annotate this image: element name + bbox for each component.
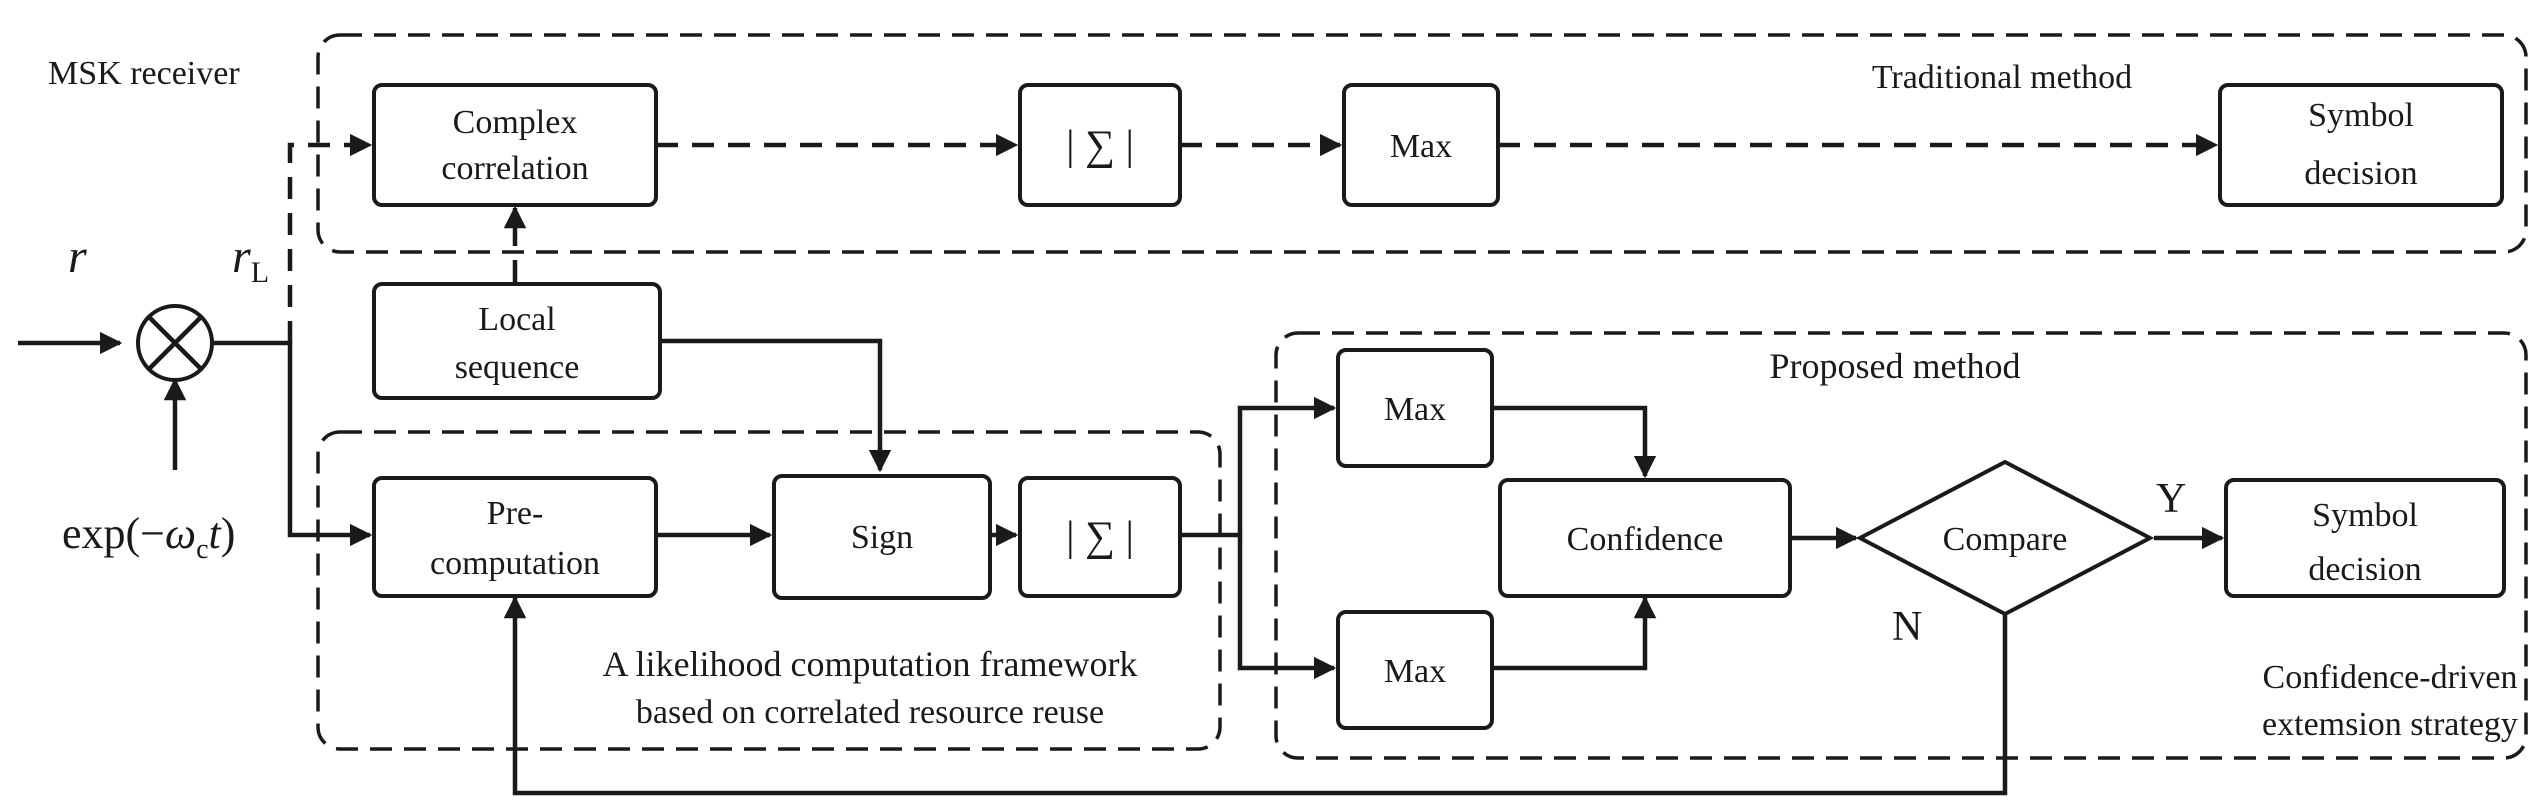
compare-decision: Compare [1855, 459, 2155, 617]
msk-receiver-label: MSK receiver [48, 55, 240, 92]
traditional-method-frame [316, 33, 2528, 254]
svg-text:Compare: Compare [1943, 521, 2068, 558]
svg-text:Max: Max [1390, 128, 1452, 165]
sign-block: Sign [772, 474, 992, 600]
svg-text:correlation: correlation [441, 150, 588, 187]
sum-block-bottom: | ∑ | [1018, 476, 1182, 598]
sum-to-max-upper-line [1180, 396, 1337, 538]
svg-text:Max: Max [1384, 653, 1446, 690]
mixed-signal-label: rL [232, 230, 269, 289]
mixer-output-line [212, 340, 293, 533]
precomputation-block: Pre- computation [372, 476, 658, 598]
max-upper-to-confidence-line [1492, 405, 1657, 479]
strategy-label-line1: Confidence-driven [2263, 659, 2518, 696]
svg-text:Complex: Complex [453, 104, 578, 141]
max-block-lower: Max [1336, 610, 1494, 730]
yes-label: Y [2156, 476, 2186, 522]
svg-text:Pre-: Pre- [487, 495, 544, 532]
svg-text:| ∑ |: | ∑ | [1066, 123, 1134, 169]
local-to-sign-line [660, 338, 892, 473]
svg-text:Max: Max [1384, 391, 1446, 428]
svg-text:Confidence: Confidence [1567, 521, 1724, 558]
framework-label-line1: A likelihood computation framework [603, 644, 1138, 684]
input-signal-label: r [68, 230, 87, 283]
svg-text:computation: computation [430, 545, 600, 582]
symbol-decision-block-top: Symbol decision [2218, 83, 2504, 207]
local-sequence-block: Local sequence [372, 282, 662, 400]
to-precomputation-line [287, 523, 373, 547]
no-label: N [1892, 604, 1922, 650]
svg-text:Symbol: Symbol [2312, 497, 2418, 534]
svg-text:decision: decision [2304, 155, 2417, 192]
proposed-method-label: Proposed method [1770, 346, 2021, 386]
mixer [136, 304, 214, 382]
framework-label-line2: based on correlated resource reuse [636, 694, 1104, 731]
svg-text:Symbol: Symbol [2308, 97, 2414, 134]
proposed-method-frame [1274, 331, 2528, 760]
feedback-line [503, 595, 2008, 796]
symbol-decision-block-bottom: Symbol decision [2224, 478, 2506, 598]
sum-block-top: | ∑ | [1018, 83, 1182, 207]
sum-to-max-lower-line [1237, 535, 1337, 680]
confidence-block: Confidence [1498, 478, 1792, 598]
svg-text:Sign: Sign [851, 519, 913, 556]
svg-text:| ∑ |: | ∑ | [1066, 514, 1134, 560]
strategy-label-line2: extemsion strategy [2262, 706, 2518, 743]
max-block-upper: Max [1336, 348, 1494, 468]
framework-frame [316, 430, 1222, 751]
svg-text:Local: Local [478, 301, 555, 338]
oscillator-label: exp(−ωct) [62, 509, 235, 565]
complex-correlation-block: Complex correlation [372, 83, 658, 207]
svg-text:decision: decision [2308, 551, 2421, 588]
traditional-method-label: Traditional method [1872, 59, 2132, 96]
max-lower-to-confidence-line [1492, 595, 1657, 671]
max-block-top: Max [1342, 83, 1500, 207]
to-complex-correlation-line [287, 133, 373, 343]
svg-text:sequence: sequence [455, 349, 580, 386]
